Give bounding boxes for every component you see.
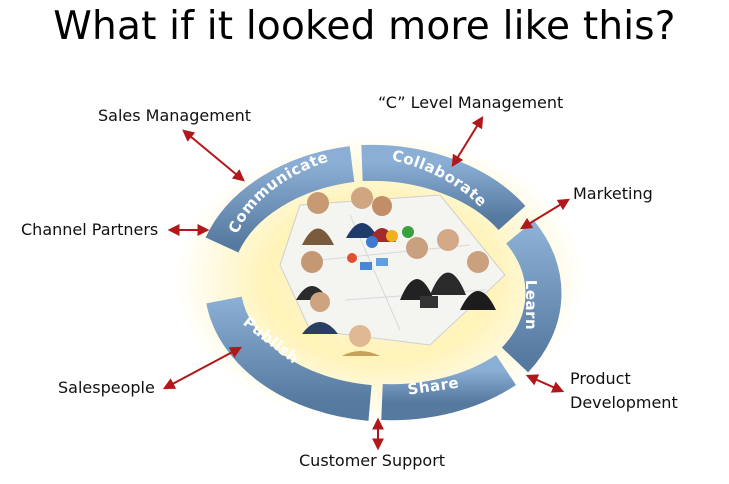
page-title: What if it looked more like this? (53, 4, 676, 49)
segment-label-learn: Learn (522, 280, 540, 330)
arrow-c-level-management (451, 115, 484, 168)
label-c-level-management: “C” Level Management (378, 93, 564, 112)
label-product-development-line1: Product (570, 369, 631, 388)
app-icons (347, 226, 414, 270)
center-photo-collage (279, 187, 506, 356)
label-channel-partners: Channel Partners (21, 220, 159, 239)
segment-publish (206, 296, 372, 421)
arrow-marketing (519, 198, 571, 230)
arrow-product-development (525, 374, 565, 393)
segment-share (381, 354, 516, 421)
label-customer-support: Customer Support (299, 451, 446, 470)
segment-collaborate (361, 144, 526, 231)
people-group-right (400, 229, 496, 310)
segment-learn (501, 220, 562, 373)
arrow-sales-management (182, 129, 245, 182)
stakeholder-arrows (162, 115, 571, 451)
label-salespeople: Salespeople (58, 378, 155, 397)
people-group-left (296, 251, 380, 356)
label-product-development-line2: Development (570, 393, 678, 412)
label-sales-management: Sales Management (98, 106, 252, 125)
segment-communicate (205, 146, 355, 253)
cycle-ring (205, 144, 562, 421)
arrow-salespeople (162, 346, 243, 390)
label-marketing: Marketing (573, 184, 653, 203)
